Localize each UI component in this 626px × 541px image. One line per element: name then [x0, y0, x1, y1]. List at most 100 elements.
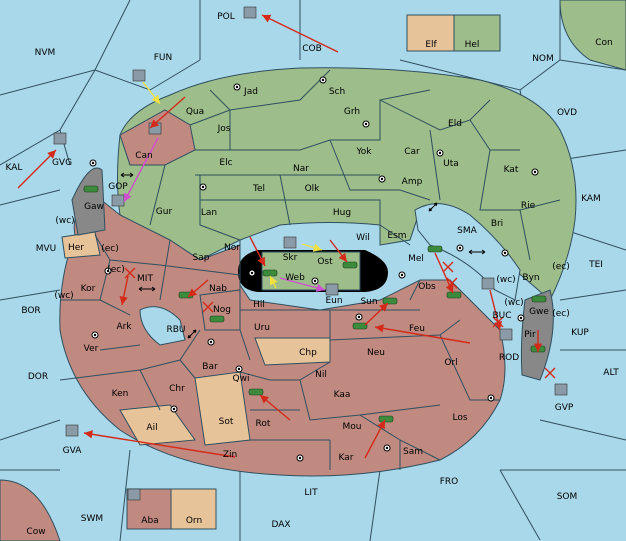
green-region	[117, 67, 577, 301]
label-obs: Obs	[418, 282, 436, 292]
label-jad: Jad	[243, 87, 258, 97]
label-kar: Kar	[339, 453, 354, 463]
province-gaw[interactable]	[71, 167, 106, 236]
label-eun: Eun	[325, 296, 342, 306]
label-pol: POL	[217, 12, 235, 22]
label-sot: Sot	[219, 417, 234, 427]
label-her: Her	[68, 243, 84, 253]
label-mit: MIT	[137, 274, 153, 284]
label-cob: COB	[302, 44, 322, 54]
label-buc: BUC	[492, 311, 511, 321]
label-eld: Eld	[448, 119, 462, 129]
label-rbu: RBU	[166, 325, 185, 335]
label-gur: Gur	[156, 207, 173, 217]
units	[53, 6, 568, 501]
label-cow: Cow	[26, 527, 45, 537]
label-nar: Nar	[293, 164, 309, 174]
province-chp[interactable]	[254, 337, 331, 366]
label-bor: BOR	[21, 306, 40, 316]
label-nor: Nor	[224, 243, 240, 253]
province-ail[interactable]	[119, 404, 196, 446]
label-fun: FUN	[154, 53, 173, 63]
label-chp: Chp	[299, 348, 317, 358]
label-nom: NOM	[532, 54, 554, 64]
label-tel: Tel	[252, 184, 265, 194]
label-kam: KAM	[581, 194, 601, 204]
legend-elf: Elf	[425, 40, 437, 50]
label-nab: Nab	[209, 284, 227, 294]
label-qua: Qua	[186, 107, 204, 117]
label-amp: Amp	[402, 177, 423, 187]
label-esm: Esm	[387, 231, 406, 241]
label-zin: Zin	[223, 450, 237, 460]
label-dor: DOR	[28, 372, 48, 382]
label-gop: GOP	[108, 182, 128, 192]
label-byn-ec: (ec)	[552, 262, 570, 272]
label-byn: Byn	[522, 273, 539, 283]
sea-sma[interactable]	[414, 203, 521, 301]
label-sam: Sam	[403, 447, 423, 457]
center-provinces	[261, 251, 361, 291]
label-los: Los	[452, 413, 467, 423]
label-kup: KUP	[571, 328, 589, 338]
label-gwe-wc: (wc)	[504, 298, 523, 308]
label-swm: SWM	[81, 514, 103, 524]
label-ost: Ost	[317, 257, 333, 267]
label-lan: Lan	[201, 208, 217, 218]
label-con: Con	[595, 38, 613, 48]
label-ken: Ken	[112, 389, 129, 399]
label-tei: TEI	[588, 260, 603, 270]
legend-top: Elf Hel	[406, 14, 501, 52]
orders	[17, 14, 543, 459]
label-fro: FRO	[440, 477, 459, 487]
label-sch: Sch	[329, 87, 345, 97]
label-gvg: GVG	[52, 158, 72, 168]
legend-bottom: Aba Orn	[126, 488, 217, 530]
label-sma: SMA	[457, 226, 477, 236]
label-car: Car	[404, 147, 420, 157]
label-mou: Mou	[343, 422, 362, 432]
label-hug: Hug	[333, 208, 351, 218]
label-gva: GVA	[63, 446, 83, 456]
label-kal: KAL	[6, 163, 23, 173]
label-neu: Neu	[367, 348, 385, 358]
label-ail: Ail	[146, 423, 157, 433]
label-wil: Wil	[356, 233, 370, 243]
province-con[interactable]	[559, 0, 626, 71]
label-grh: Grh	[344, 107, 360, 117]
label-ver: Ver	[84, 344, 99, 354]
label-lit: LIT	[304, 488, 318, 498]
supply-centers	[89, 76, 539, 462]
label-gvp: GVP	[555, 403, 574, 413]
label-mvu: MVU	[36, 244, 57, 254]
label-skr: Skr	[283, 253, 298, 263]
sea-rbu[interactable]	[139, 306, 186, 346]
label-rot: Rot	[256, 419, 271, 429]
label-gwe-ec: (ec)	[552, 309, 570, 319]
label-olk: Olk	[305, 184, 321, 194]
label-sun: Sun	[360, 297, 377, 307]
legend-aba: Aba	[141, 516, 158, 526]
province-labels: POL COB NVM FUN NOM Con OVD KAL GVG KAM …	[6, 12, 620, 537]
label-nog: Nog	[213, 305, 231, 315]
label-kat: Kat	[504, 165, 519, 175]
label-bar: Bar	[202, 362, 218, 372]
label-som: SOM	[557, 492, 578, 502]
label-can: Can	[135, 151, 153, 161]
label-nil: Nil	[315, 370, 327, 380]
label-mel: Mel	[408, 254, 424, 264]
label-nvm: NVM	[35, 48, 56, 58]
coast-markers	[120, 172, 486, 339]
label-gaw-ec: (ec)	[101, 244, 119, 254]
label-dax: DAX	[271, 520, 290, 530]
label-gaw: Gaw	[84, 202, 104, 212]
label-jos: Jos	[217, 124, 231, 134]
label-rod: ROD	[499, 353, 519, 363]
label-yok: Yok	[355, 147, 372, 157]
label-chr: Chr	[169, 384, 185, 394]
label-sap: Sap	[193, 253, 210, 263]
label-kaa: Kaa	[334, 390, 351, 400]
label-qwi: Qwi	[233, 374, 250, 384]
label-gwe: Gwe	[529, 307, 549, 317]
